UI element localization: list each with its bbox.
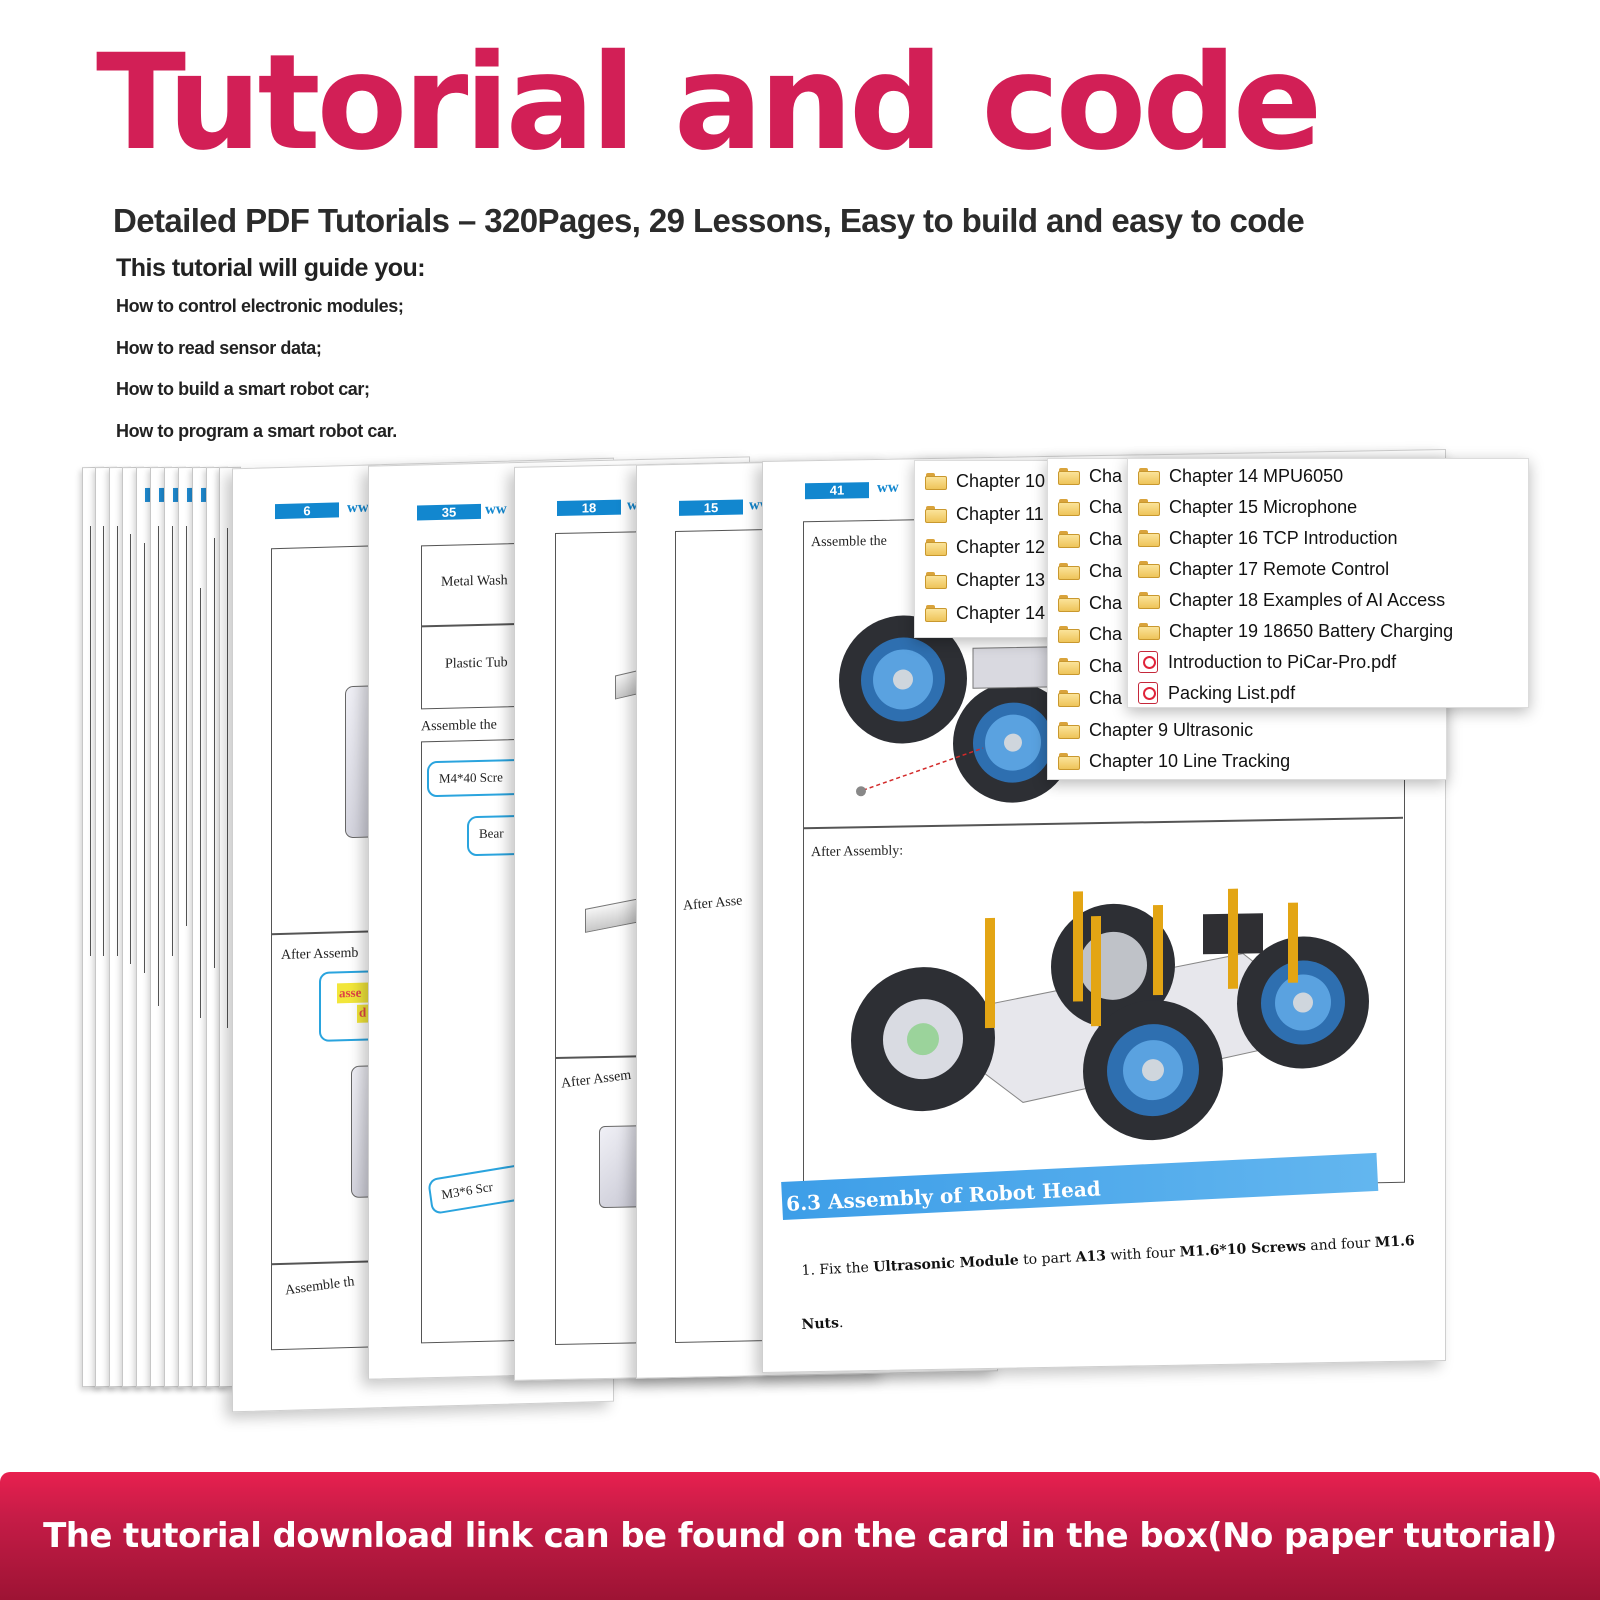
file-explorer-window-front: Chapter 14 MPU6050 Chapter 15 Microphone… [1127,458,1529,708]
guide-list: How to control electronic modules; How t… [116,296,404,462]
folder-icon [1058,689,1080,707]
website-label: ww [347,499,369,517]
folder-item[interactable]: Cha [1058,556,1122,586]
folder-item[interactable]: Chapter 12 [925,532,1045,562]
guide-heading: This tutorial will guide you: [116,254,426,282]
folder-item[interactable]: Chapter 10 [925,466,1045,496]
guide-item: How to read sensor data; [116,337,322,358]
folder-icon [1138,498,1160,516]
folder-icon [1138,529,1160,547]
folder-icon [925,571,947,589]
folder-icon [1138,591,1160,609]
website-label: ww [485,501,507,518]
callout-text: M4*40 Scre [439,769,503,786]
folder-icon [1058,657,1080,675]
folder-icon [1058,498,1080,516]
guide-item: How to control electronic modules; [116,296,404,316]
folder-item[interactable]: Cha [1058,524,1122,554]
pdf-file-item[interactable]: Packing List.pdf [1138,678,1295,708]
page-number-badge: 6 [275,502,339,520]
pdf-icon [1138,682,1158,704]
folder-item[interactable]: Cha [1058,683,1122,713]
folder-icon [925,538,947,556]
folder-icon [1058,625,1080,643]
step-label: Assemble the [421,717,497,735]
folder-item[interactable]: Chapter 10 Line Tracking [1058,746,1290,776]
step-label: After Assemb [281,945,359,963]
folder-icon [1138,622,1160,640]
folder-icon [1138,467,1160,485]
folder-icon [1058,721,1080,739]
guide-item: How to program a smart robot car. [116,420,397,441]
pdf-file-item[interactable]: Introduction to PiCar-Pro.pdf [1138,647,1396,677]
folder-icon [925,472,947,490]
highlight-text: d [359,1004,367,1020]
folder-item[interactable]: Chapter 19 18650 Battery Charging [1138,616,1453,646]
folder-item[interactable]: Chapter 13 [925,565,1045,595]
page-subtitle: Detailed PDF Tutorials – 320Pages, 29 Le… [113,202,1305,239]
part-label: Metal Wash [441,573,508,590]
callout-text: Bear [479,825,504,841]
highlight-text: asse [339,984,362,1001]
page-number-badge: 15 [679,499,743,516]
folder-icon [925,505,947,523]
part-label: Plastic Tub [445,655,508,672]
folder-item[interactable]: Chapter 16 TCP Introduction [1138,523,1397,553]
guide-item: How to build a smart robot car; [116,379,370,399]
folder-item[interactable]: Cha [1058,619,1122,649]
tutorial-pages-stack: 6 ww After Assemb asse d Assemble th 35 … [0,449,1600,1415]
step-label: Assemble the [811,533,887,551]
folder-item[interactable]: Chapter 14 MPU6050 [1138,461,1343,491]
pdf-icon [1138,651,1158,673]
folder-item[interactable]: Cha [1058,461,1122,491]
footer-banner: The tutorial download link can be found … [0,1472,1600,1600]
folder-item[interactable]: Cha [1058,588,1122,618]
page-title: Tutorial and code [96,26,1322,180]
folder-icon [1058,594,1080,612]
folder-item[interactable]: Cha [1058,492,1122,522]
folder-item[interactable]: Chapter 15 Microphone [1138,492,1357,522]
folder-item[interactable]: Chapter 14 [925,598,1045,628]
page-number-badge: 18 [557,499,621,516]
website-label: ww [877,479,899,496]
tutorial-page-front: 41 ww Assemble the After Assembly: [762,449,1446,1373]
folder-icon [925,604,947,622]
page-number-badge: 41 [805,482,869,500]
folder-item[interactable]: Chapter 18 Examples of AI Access [1138,585,1445,615]
step-label: After Assembly: [811,843,904,861]
folder-item[interactable]: Chapter 11 [925,499,1044,529]
folder-item[interactable]: Cha [1058,651,1122,681]
folder-icon [1058,752,1080,770]
folder-item[interactable]: Chapter 17 Remote Control [1138,554,1389,584]
footer-text: The tutorial download link can be found … [43,1516,1557,1556]
folder-icon [1058,562,1080,580]
instruction-text-continued: Nuts. [801,1314,844,1333]
robot-car-illustration [851,888,1369,1141]
callout-text: M3*6 Scr [440,1178,494,1203]
folder-item[interactable]: Chapter 9 Ultrasonic [1058,715,1253,745]
folder-icon [1138,560,1160,578]
file-explorer-window: Chapter 10 Chapter 11 Chapter 12 Chapter… [914,460,1056,638]
folder-icon [1058,467,1080,485]
page-number-badge: 35 [417,503,481,521]
folder-icon [1058,530,1080,548]
